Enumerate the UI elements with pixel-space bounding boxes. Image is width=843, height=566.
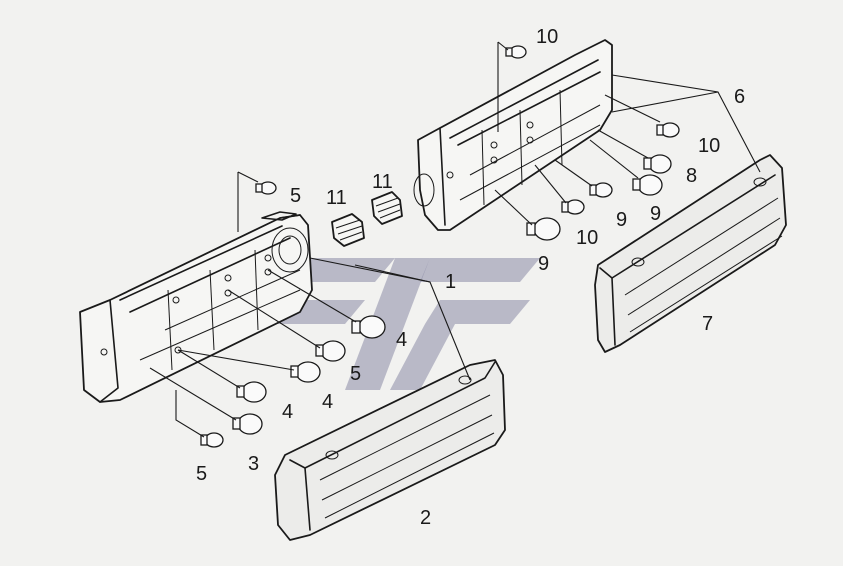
bulb-icon-9-a — [589, 182, 613, 198]
callout-4-c: 4 — [282, 401, 293, 423]
leader-lines — [149, 41, 761, 438]
callout-4-b: 4 — [322, 391, 333, 413]
callout-5-a: 5 — [290, 185, 301, 207]
callout-10-c: 10 — [576, 227, 598, 249]
left-lamp-housing — [79, 211, 313, 403]
callout-6: 6 — [734, 86, 745, 108]
bulb-holder-left — [331, 213, 365, 247]
callout-9-c: 9 — [538, 253, 549, 275]
bulb-icon-5-top — [255, 181, 277, 195]
bulb-icon-3 — [232, 413, 263, 435]
callout-7: 7 — [702, 313, 713, 335]
bulb-icon-4-b — [290, 361, 321, 383]
right-lamp-housing — [413, 39, 613, 231]
bulb-icon-9-b — [526, 217, 561, 241]
bulb-icon-10-top — [505, 45, 527, 59]
callout-11-a: 11 — [326, 187, 347, 209]
bulb-holder-right — [371, 191, 403, 225]
callout-4-a: 4 — [396, 329, 407, 351]
callout-11-b: 11 — [372, 171, 393, 193]
callout-10-b: 10 — [698, 135, 720, 157]
bulb-icon-5-bottom — [200, 432, 224, 448]
bulb-icon-4-a — [351, 315, 386, 339]
bulb-icon-10-mid — [561, 199, 585, 215]
callout-2: 2 — [420, 507, 431, 529]
bulb-icon-4-c — [236, 381, 267, 403]
callout-1: 1 — [445, 271, 456, 293]
bulb-icon-8-b — [632, 174, 663, 196]
left-lamp-lens — [274, 359, 506, 541]
callout-8: 8 — [686, 165, 697, 187]
bulb-icon-5-mid — [315, 340, 346, 362]
callout-9-a: 9 — [616, 209, 627, 231]
callout-5-c: 5 — [196, 463, 207, 485]
right-lamp-lens — [594, 154, 787, 353]
callout-9-b: 9 — [650, 203, 661, 225]
callout-10-a: 10 — [536, 26, 558, 48]
callout-5-b: 5 — [350, 363, 361, 385]
callout-3: 3 — [248, 453, 259, 475]
bulb-icon-10-right — [656, 122, 680, 138]
